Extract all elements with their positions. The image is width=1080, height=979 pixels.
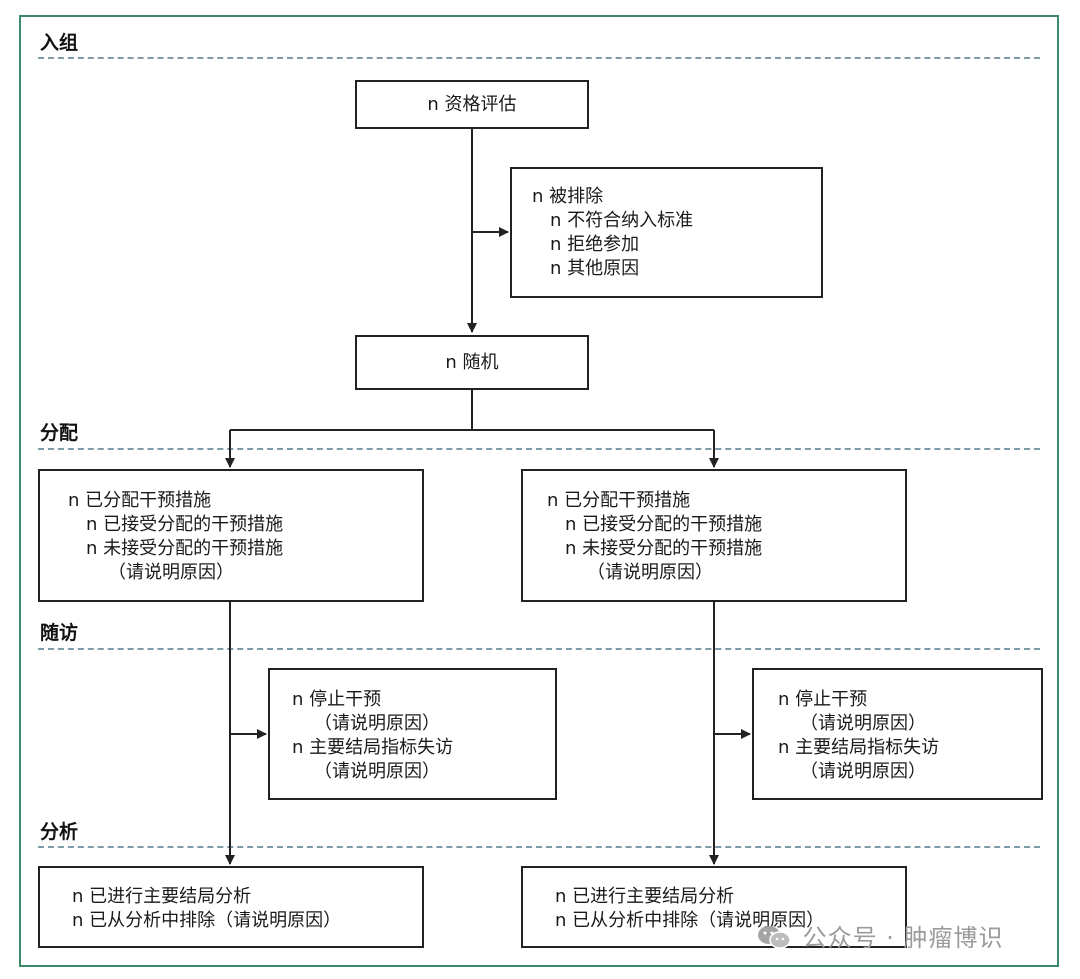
section-label-analysis: 分析	[40, 821, 79, 843]
wechat-icon	[758, 926, 791, 949]
analysis-right-item: n 已从分析中排除（请说明原因）	[555, 910, 825, 931]
followup-left-item: （请说明原因）	[314, 713, 440, 734]
allocation-right-item: （请说明原因）	[587, 562, 713, 583]
allocation-left-title: n 已分配干预措施	[68, 490, 212, 511]
followup-right-item: n 主要结局指标失访	[778, 737, 940, 758]
box-eligibility: n 资格评估	[355, 80, 589, 129]
box-allocation-right: n 已分配干预措施 n 已接受分配的干预措施 n 未接受分配的干预措施 （请说明…	[521, 469, 907, 602]
allocation-right-item: n 未接受分配的干预措施	[565, 538, 763, 559]
box-excluded: n 被排除 n 不符合纳入标准 n 拒绝参加 n 其他原因	[510, 167, 823, 298]
box-randomized-text: n 随机	[445, 351, 499, 373]
analysis-left-item: n 已从分析中排除（请说明原因）	[72, 910, 342, 931]
diagram-frame	[19, 15, 1059, 967]
box-followup-right: n 停止干预 （请说明原因） n 主要结局指标失访 （请说明原因）	[752, 668, 1043, 800]
allocation-right-item: n 已接受分配的干预措施	[565, 514, 763, 535]
divider-followup	[38, 648, 1040, 650]
section-label-allocation: 分配	[40, 422, 79, 444]
analysis-left-item: n 已进行主要结局分析	[72, 886, 252, 907]
excluded-title: n 被排除	[532, 186, 604, 207]
followup-left-item: （请说明原因）	[314, 761, 440, 782]
allocation-right-title: n 已分配干预措施	[547, 490, 691, 511]
excluded-item: n 拒绝参加	[550, 234, 640, 255]
section-label-followup: 随访	[40, 622, 79, 644]
box-analysis-right: n 已进行主要结局分析 n 已从分析中排除（请说明原因）	[521, 866, 907, 948]
followup-left-item: n 停止干预	[292, 689, 382, 710]
box-eligibility-text: n 资格评估	[427, 93, 517, 115]
excluded-item: n 其他原因	[550, 258, 640, 279]
followup-right-item: （请说明原因）	[800, 713, 926, 734]
box-randomized: n 随机	[355, 335, 589, 390]
section-label-enrollment: 入组	[40, 32, 79, 54]
allocation-left-item: n 未接受分配的干预措施	[86, 538, 284, 559]
followup-left-item: n 主要结局指标失访	[292, 737, 454, 758]
watermark: 公众号 · 肿瘤博识	[756, 918, 1004, 953]
followup-right-item: n 停止干预	[778, 689, 868, 710]
followup-right-item: （请说明原因）	[800, 761, 926, 782]
box-followup-left: n 停止干预 （请说明原因） n 主要结局指标失访 （请说明原因）	[268, 668, 557, 800]
box-allocation-left: n 已分配干预措施 n 已接受分配的干预措施 n 未接受分配的干预措施 （请说明…	[38, 469, 424, 602]
divider-enrollment	[38, 57, 1040, 59]
box-analysis-left: n 已进行主要结局分析 n 已从分析中排除（请说明原因）	[38, 866, 424, 948]
watermark-text: 公众号 · 肿瘤博识	[802, 924, 1004, 952]
analysis-right-item: n 已进行主要结局分析	[555, 886, 735, 907]
divider-allocation	[38, 448, 1040, 450]
excluded-item: n 不符合纳入标准	[550, 210, 694, 231]
allocation-left-item: （请说明原因）	[108, 562, 234, 583]
allocation-left-item: n 已接受分配的干预措施	[86, 514, 284, 535]
divider-analysis	[38, 846, 1040, 848]
